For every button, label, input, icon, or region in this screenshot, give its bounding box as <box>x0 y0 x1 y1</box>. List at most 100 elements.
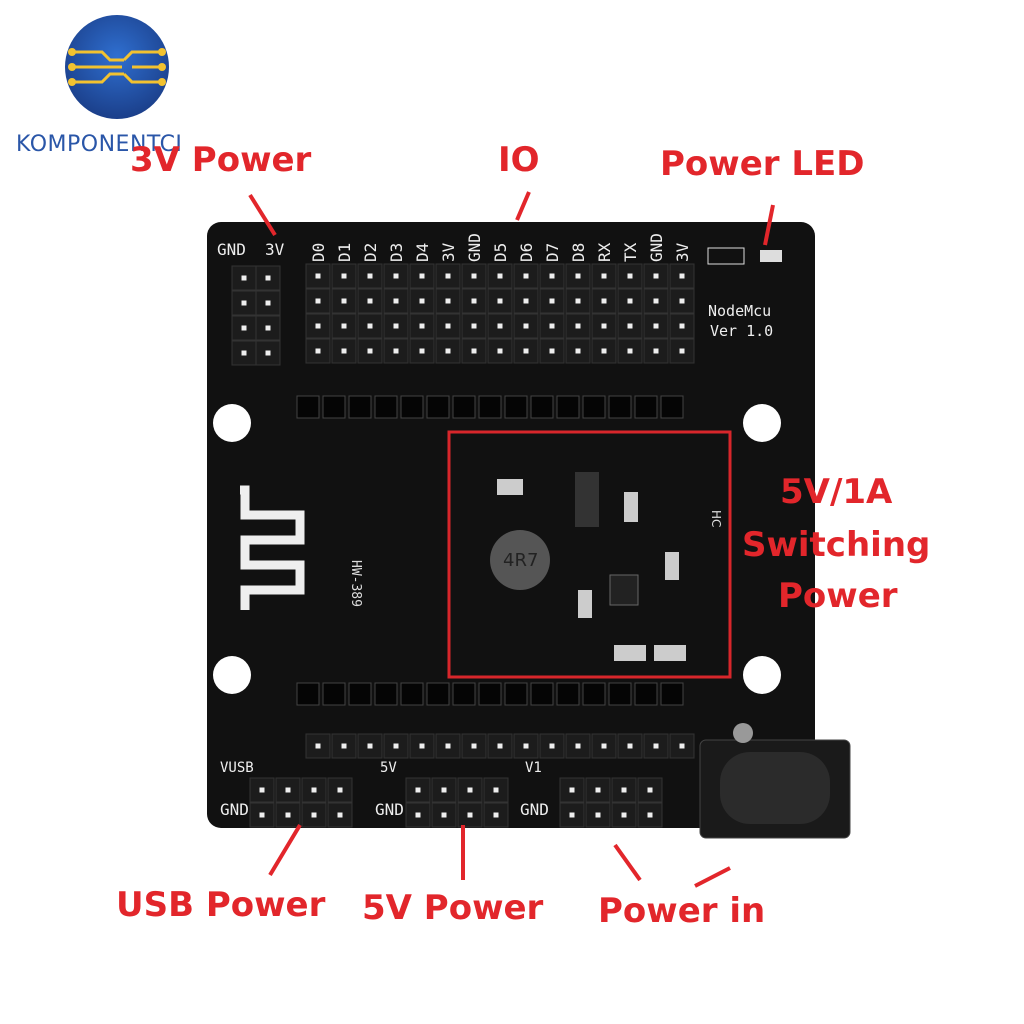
pin-contact <box>679 273 685 279</box>
female-header-socket <box>504 395 528 419</box>
pin-contact <box>315 348 321 354</box>
pin-contact <box>241 350 247 356</box>
female-header-socket <box>478 682 502 706</box>
pin-contact <box>549 743 555 749</box>
pin-contact <box>549 348 555 354</box>
pin-contact <box>595 787 601 793</box>
hc-label: HC <box>709 510 723 527</box>
pin-contact <box>393 348 399 354</box>
pin-contact <box>441 812 447 818</box>
pin-contact <box>265 325 271 331</box>
io-pin-label: D4 <box>413 243 432 262</box>
female-header-socket <box>530 395 554 419</box>
model-version: Ver 1.0 <box>710 322 773 340</box>
pin-contact <box>627 323 633 329</box>
header-label: 3V <box>265 240 285 259</box>
female-header-socket <box>400 395 424 419</box>
female-header-socket <box>660 682 684 706</box>
pin-contact <box>311 812 317 818</box>
female-header-socket <box>634 682 658 706</box>
label-switching-line2: Switching <box>742 525 931 565</box>
pin-contact <box>445 273 451 279</box>
pin-contact <box>627 348 633 354</box>
power-led <box>760 250 782 262</box>
wifi-antenna-trace <box>240 485 305 610</box>
board-id: HW-389 <box>348 560 363 607</box>
pin-contact <box>493 812 499 818</box>
female-header-socket <box>348 682 372 706</box>
smd-component <box>624 492 638 522</box>
label-5v-power: 5V Power <box>362 888 544 928</box>
pin-contact <box>647 787 653 793</box>
io-pin-label: D3 <box>387 243 406 262</box>
pin-contact <box>419 298 425 304</box>
mounting-hole <box>743 404 781 442</box>
label-power-led: Power LED <box>660 144 865 184</box>
pin-contact <box>679 298 685 304</box>
io-pin-label: RX <box>595 242 614 262</box>
io-pin-label: D0 <box>309 243 328 262</box>
pin-contact <box>315 273 321 279</box>
header-pin <box>669 338 695 364</box>
header-pin <box>643 288 669 314</box>
io-pin-label: D7 <box>543 243 562 262</box>
mounting-hole <box>213 656 251 694</box>
female-header-socket <box>556 395 580 419</box>
pin-contact <box>601 273 607 279</box>
io-pin-label: 3V <box>439 242 458 262</box>
pin-contact <box>419 348 425 354</box>
label-io: IO <box>498 140 540 180</box>
pin-contact <box>415 812 421 818</box>
label-usb-power: USB Power <box>116 885 326 925</box>
female-header-socket <box>556 682 580 706</box>
pin-contact <box>575 323 581 329</box>
pin-contact <box>341 323 347 329</box>
inductor-label: 4R7 <box>503 550 538 571</box>
power-group-label: VUSB <box>220 760 254 776</box>
pin-contact <box>367 298 373 304</box>
header-pin <box>301 802 327 828</box>
smd-component <box>497 479 523 495</box>
pin-contact <box>471 743 477 749</box>
pin-contact <box>445 298 451 304</box>
female-header-socket <box>322 395 346 419</box>
pin-contact <box>467 812 473 818</box>
pin-contact <box>549 323 555 329</box>
io-pin-label: 3V <box>673 242 692 262</box>
header-pin <box>405 802 431 828</box>
female-header-socket <box>452 395 476 419</box>
power-group-label: V1 <box>525 760 542 776</box>
pin-contact <box>601 323 607 329</box>
pin-contact <box>575 743 581 749</box>
pin-contact <box>393 273 399 279</box>
smd-component <box>654 645 686 661</box>
pin-contact <box>471 323 477 329</box>
pin-contact <box>265 300 271 306</box>
pin-contact <box>265 275 271 281</box>
io-pin-label: GND <box>465 233 484 262</box>
pin-contact <box>653 273 659 279</box>
pin-contact <box>497 298 503 304</box>
pin-contact <box>549 298 555 304</box>
io-pin-label: TX <box>621 242 640 262</box>
pin-contact <box>259 787 265 793</box>
pin-contact <box>367 273 373 279</box>
pin-contact <box>337 812 343 818</box>
pin-contact <box>679 348 685 354</box>
pin-contact <box>241 275 247 281</box>
pin-contact <box>523 743 529 749</box>
header-pin <box>539 733 565 759</box>
pin-contact <box>393 298 399 304</box>
io-pin-label: D8 <box>569 243 588 262</box>
io-pin-label: D5 <box>491 243 510 262</box>
pin-contact <box>575 348 581 354</box>
smd-component <box>578 590 592 618</box>
pin-contact <box>341 298 347 304</box>
pin-contact <box>471 273 477 279</box>
female-header-socket <box>348 395 372 419</box>
pin-contact <box>367 323 373 329</box>
female-header-socket <box>374 395 398 419</box>
pin-contact <box>523 273 529 279</box>
pin-contact <box>467 787 473 793</box>
pin-contact <box>393 743 399 749</box>
